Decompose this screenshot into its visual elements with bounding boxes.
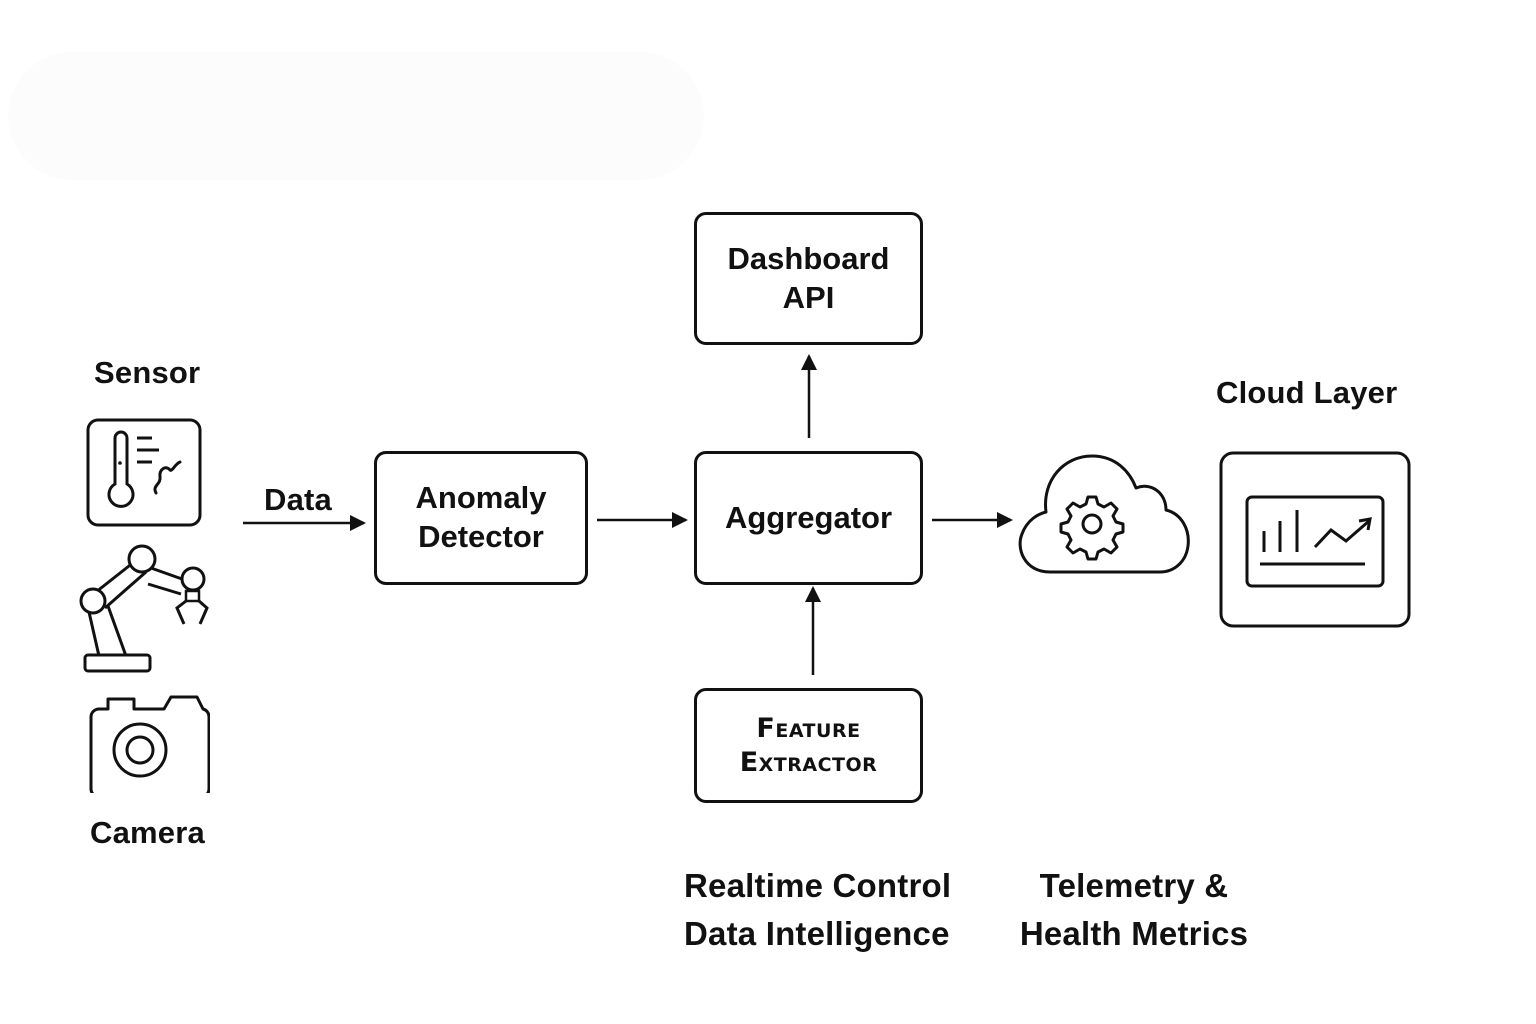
anomaly-detector-line2: Detector xyxy=(418,519,544,554)
robotic-arm-icon xyxy=(79,544,209,673)
cloud-gear-icon[interactable] xyxy=(1016,452,1194,578)
feature-extractor-line2: Extractor xyxy=(739,746,878,778)
cloud-layer-node[interactable] xyxy=(1219,451,1411,628)
cloud-layer-label: Cloud Layer xyxy=(1216,375,1398,410)
gear-icon xyxy=(1059,495,1125,561)
analytics-chart-icon xyxy=(1245,495,1385,588)
data-edge-label: Data xyxy=(264,482,332,517)
anomaly-detector-node[interactable]: Anomaly Detector xyxy=(374,451,588,585)
telemetry-caption-line2: Health Metrics xyxy=(1019,915,1249,952)
aggregator-label: Aggregator xyxy=(724,499,893,535)
telemetry-caption: Telemetry & Health Metrics xyxy=(1010,862,1258,958)
aggregator-node[interactable]: Aggregator xyxy=(694,451,923,585)
realtime-caption-line1: Realtime Control xyxy=(684,867,952,904)
sensor-label: Sensor xyxy=(94,355,201,390)
dashboard-api-node[interactable]: Dashboard API xyxy=(694,212,923,345)
realtime-caption-line2: Data Intelligence xyxy=(684,915,950,952)
telemetry-caption-line1: Telemetry & xyxy=(1039,867,1229,904)
camera-label: Camera xyxy=(90,815,205,850)
dashboard-api-line2: API xyxy=(782,279,835,315)
realtime-caption: Realtime Control Data Intelligence xyxy=(684,862,951,958)
anomaly-detector-line1: Anomaly xyxy=(415,480,547,516)
thermometer-sensor-icon xyxy=(86,418,202,527)
dashboard-api-line1: Dashboard xyxy=(727,240,890,276)
faded-banner xyxy=(8,52,704,180)
feature-extractor-node[interactable]: Feature Extractor xyxy=(694,688,923,803)
feature-extractor-line1: Feature xyxy=(756,712,861,744)
camera-icon xyxy=(89,695,210,793)
